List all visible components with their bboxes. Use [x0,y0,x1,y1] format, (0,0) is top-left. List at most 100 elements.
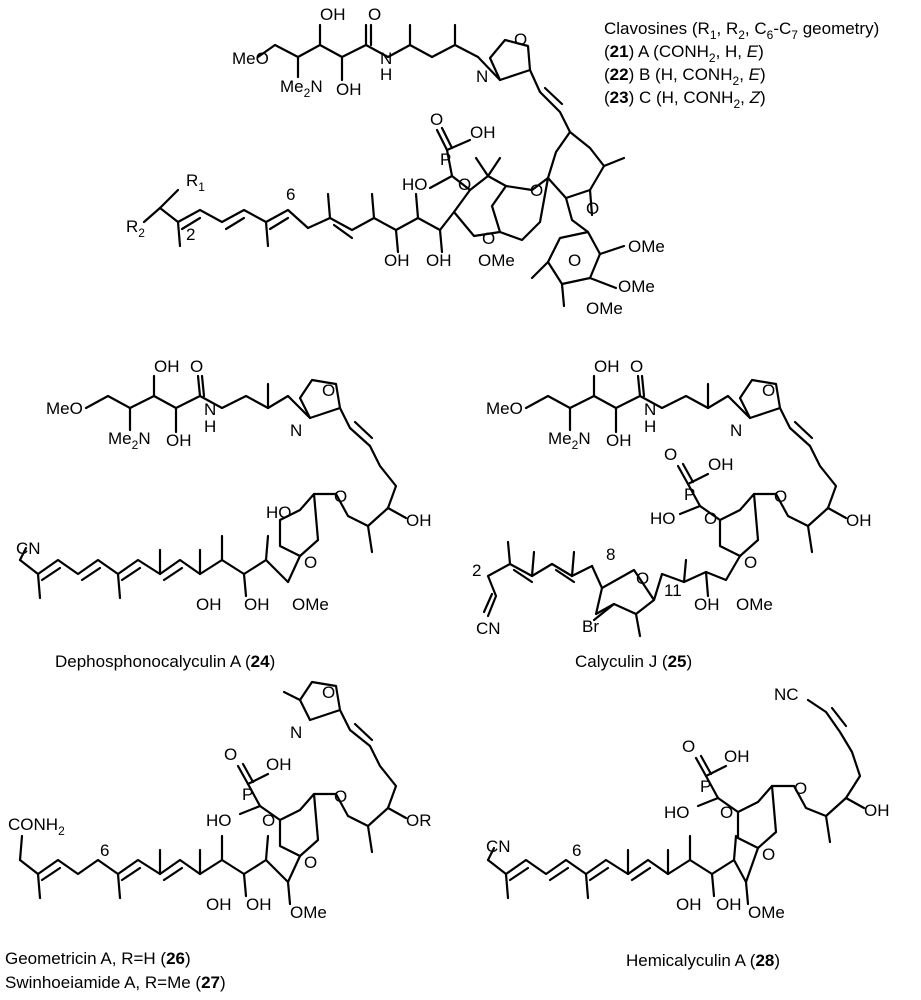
svg-text:O: O [794,779,807,798]
svg-text:(23) C (H, CONH2, Z): (23) C (H, CONH2, Z) [604,88,766,111]
svg-text:H: H [204,417,216,436]
svg-text:OMe: OMe [290,903,327,922]
svg-text:6: 6 [572,841,581,860]
svg-text:O: O [190,357,203,376]
svg-text:O: O [514,30,527,49]
svg-text:Me2N: Me2N [108,429,151,452]
svg-text:OH: OH [244,595,270,614]
svg-text:OH: OH [716,895,742,914]
svg-text:(22) B (H, CONH2, E): (22) B (H, CONH2, E) [604,65,766,88]
svg-text:OH: OH [694,595,720,614]
svg-text:Me2N: Me2N [280,77,323,100]
svg-text:NC: NC [774,685,799,704]
svg-text:N: N [204,400,216,419]
svg-text:O: O [458,175,471,194]
svg-text:Clavosines (R1, R2, C6-C7 geom: Clavosines (R1, R2, C6-C7 geometry) [604,19,879,42]
svg-text:OMe: OMe [736,595,773,614]
svg-text:CN: CN [16,539,41,558]
svg-text:(21) A (CONH2, H, E): (21) A (CONH2, H, E) [604,42,764,65]
svg-text:6: 6 [100,841,109,860]
svg-text:N: N [380,49,392,68]
svg-text:MeO: MeO [232,49,269,68]
caption-calyculin-j: Calyculin J (25) [575,652,692,671]
structure-calyculin-j: OH O MeO Me2N OH N H O N O O OH O OH HO … [472,357,872,638]
svg-text:HO: HO [650,509,676,528]
svg-text:6: 6 [286,185,295,204]
svg-text:OH: OH [154,357,180,376]
svg-text:OH: OH [266,755,292,774]
svg-text:R1: R1 [186,171,205,194]
svg-text:OH: OH [196,595,222,614]
svg-text:OH: OH [606,431,632,450]
svg-text:OR: OR [406,811,432,830]
svg-text:OMe: OMe [618,277,655,296]
svg-text:O: O [762,381,775,400]
svg-text:OH: OH [724,747,750,766]
svg-text:2: 2 [186,225,195,244]
svg-text:O: O [636,569,649,588]
svg-text:O: O [334,787,347,806]
svg-text:OH: OH [864,801,890,820]
svg-text:O: O [322,381,335,400]
svg-text:P: P [700,777,711,796]
caption-geometricin: Geometricin A, R=H (26) [5,949,191,968]
svg-text:O: O [530,181,543,200]
svg-text:O: O [762,845,775,864]
svg-text:N: N [290,723,302,742]
svg-text:HO: HO [266,503,292,522]
svg-text:Me2N: Me2N [548,429,591,452]
svg-text:OH: OH [470,123,496,142]
svg-text:HO: HO [402,175,428,194]
svg-text:OMe: OMe [748,903,785,922]
structure-dephosphonocalyculin-a: OH O MeO Me2N OH N H O N O HO O OH CN OH… [16,357,432,614]
svg-text:O: O [630,357,643,376]
svg-text:P: P [242,785,253,804]
caption-swinhoeiamide: Swinhoeiamide A, R=Me (27) [5,973,226,992]
caption-dephosphonocalyculin: Dephosphonocalyculin A (24) [55,652,275,671]
svg-text:N: N [290,421,302,440]
svg-text:H: H [644,417,656,436]
structure-hemicalyculin-a: NC O O OH O OH HO P O CN OH OH OMe 6 [486,685,890,922]
svg-text:Br: Br [582,617,599,636]
svg-text:8: 8 [606,545,615,564]
svg-text:O: O [744,553,757,572]
svg-text:OMe: OMe [628,237,665,256]
caption-hemicalyculin: Hemicalyculin A (28) [626,951,780,970]
svg-text:O: O [262,811,275,830]
svg-text:P: P [684,485,695,504]
svg-text:O: O [322,683,335,702]
svg-text:N: N [476,67,488,86]
svg-text:O: O [586,199,599,218]
svg-text:MeO: MeO [46,399,83,418]
svg-text:O: O [334,487,347,506]
svg-text:O: O [704,509,717,528]
svg-text:OMe: OMe [586,299,623,318]
svg-text:OH: OH [320,5,346,24]
svg-text:OH: OH [246,895,272,914]
svg-text:O: O [368,5,381,24]
structure-geometricin-swinhoeiamide: O N O O OR O OH HO P O CONH2 OH OH OMe 6 [8,680,432,922]
structure-clavosines: OH O MeO Me2N OH N H O N O OH HO P O O O… [126,5,665,318]
svg-text:OH: OH [384,251,410,270]
svg-text:OH: OH [708,455,734,474]
svg-text:O: O [482,229,495,248]
svg-text:OH: OH [336,80,362,99]
svg-text:OH: OH [846,511,872,530]
svg-text:O: O [304,853,317,872]
svg-text:N: N [730,421,742,440]
svg-text:N: N [644,400,656,419]
svg-text:O: O [568,251,581,270]
caption-clavosines: Clavosines (R1, R2, C6-C7 geometry) (21)… [604,19,879,111]
svg-text:R2: R2 [126,217,145,240]
svg-text:OH: OH [406,511,432,530]
svg-text:MeO: MeO [486,399,523,418]
svg-text:OH: OH [206,895,232,914]
svg-text:OMe: OMe [478,251,515,270]
svg-text:H: H [380,65,392,84]
svg-text:OMe: OMe [292,595,329,614]
svg-text:HO: HO [664,803,690,822]
svg-text:O: O [224,745,237,764]
svg-text:O: O [304,553,317,572]
svg-text:CONH2: CONH2 [8,815,65,838]
